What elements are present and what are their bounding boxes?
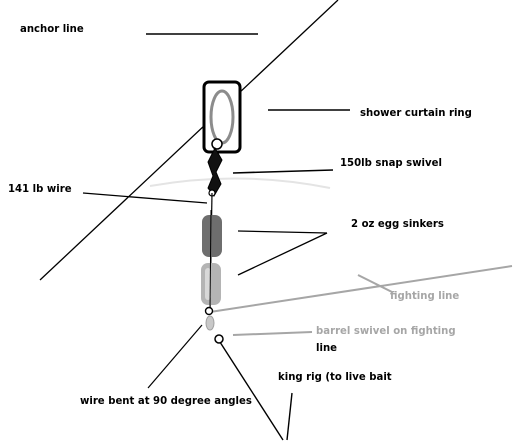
anchor-line [39, 0, 339, 281]
shower-curtain-ring-label: shower curtain ring [360, 106, 472, 119]
barrel-swivel-knot [204, 306, 214, 316]
egg-sinker-lower-highlight [205, 268, 211, 300]
barrel-swivel-leader [232, 331, 313, 336]
king-rig-hook-eye [214, 334, 224, 344]
king-rig-wire [217, 338, 284, 441]
king-rig-label: king rig (to live bait [278, 370, 392, 383]
wire-label: 141 lb wire [8, 182, 72, 195]
egg-sinker-leader-lower [237, 232, 328, 276]
egg-sinker-leader-upper [237, 230, 328, 234]
wire-leader [82, 192, 208, 204]
fighting-line-leader [357, 274, 393, 293]
king-rig-leader [286, 392, 293, 441]
anchor-line-label: anchor line [20, 22, 84, 35]
snap-swivel-leader [232, 169, 334, 174]
barrel-swivel-label-line2: line [316, 341, 338, 354]
wire-bent-label: wire bent at 90 degree angles [80, 394, 252, 407]
egg-sinkers-label: 2 oz egg sinkers [351, 217, 444, 230]
barrel-swivel [205, 315, 215, 331]
fighting-line [209, 265, 513, 313]
shower-curtain-ring-inner [209, 89, 235, 145]
snap-swivel [207, 146, 223, 197]
barrel-swivel-label-line1: barrel swivel on fighting [316, 324, 456, 337]
egg-sinker-upper [202, 215, 222, 257]
fighting-line-label: fighting line [390, 289, 460, 302]
wire-through-sinkers [209, 209, 212, 311]
snap-swivel-label: 150lb snap swivel [340, 156, 442, 169]
ring-attach-eye [211, 138, 223, 150]
watermark-swoosh [149, 177, 331, 189]
wire-bent-leader [147, 324, 203, 389]
